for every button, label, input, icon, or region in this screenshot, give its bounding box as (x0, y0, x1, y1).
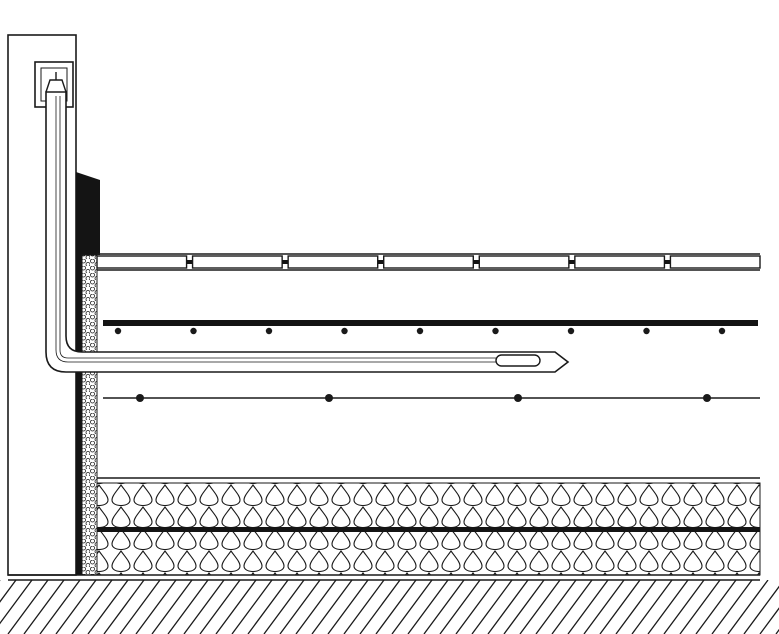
gravel-membrane (81, 254, 98, 576)
hatch-line (727, 580, 769, 634)
paving-slab (669, 255, 761, 269)
hatch-line (631, 580, 673, 634)
hatch-line (263, 580, 305, 634)
hatch-line (343, 580, 385, 634)
mesh-node (341, 327, 348, 335)
hatch-line (487, 580, 529, 634)
mesh-node (416, 327, 424, 335)
paving-slab (478, 255, 570, 269)
hatch-line (743, 585, 779, 634)
hatch-line (39, 580, 81, 634)
hatch-line (23, 580, 65, 634)
hatch-line (151, 580, 193, 634)
lower-reinforcement-mesh (103, 394, 760, 402)
hatch-line (615, 580, 657, 634)
hatch-line (759, 607, 779, 634)
hatch-line (583, 580, 625, 634)
slab-joint (664, 260, 671, 264)
hatch-line (119, 580, 161, 634)
ground-hatch (0, 580, 779, 634)
hatch-line (279, 580, 321, 634)
hatch-line (455, 580, 497, 634)
mesh-node (136, 394, 144, 402)
sensor-probe-icon (495, 354, 541, 367)
hatch-line (375, 580, 417, 634)
hatch-line (423, 580, 465, 634)
paving-slabs (96, 255, 761, 269)
upper-reinforcement-mesh (103, 320, 758, 335)
heating-pipe (45, 72, 570, 373)
hatch-line (519, 580, 561, 634)
mesh-node (265, 327, 273, 335)
paving-slab (96, 255, 188, 269)
mesh-node (567, 327, 575, 335)
insulation-boards (96, 482, 761, 576)
hatch-line (503, 580, 545, 634)
hatch-line (87, 580, 129, 634)
hatch-line (567, 580, 609, 634)
mesh-node (492, 327, 499, 335)
hatch-line (215, 580, 257, 634)
hatch-line (359, 580, 401, 634)
slab-joint (377, 260, 384, 264)
hatch-line (7, 580, 49, 634)
paving-slab (287, 255, 379, 269)
paving-slab (383, 255, 474, 269)
hatch-line (231, 580, 273, 634)
hatch-line (295, 580, 337, 634)
hatch-line (407, 580, 449, 634)
mesh-node (325, 394, 333, 402)
slab-joint (473, 260, 480, 264)
mesh-node (643, 327, 650, 335)
paving-slab (191, 255, 283, 269)
slab-joint (568, 260, 575, 264)
hatch-line (391, 580, 433, 634)
edge-strip (76, 172, 100, 575)
hatch-line (663, 580, 705, 634)
mesh-node (703, 394, 711, 402)
hatch-line (471, 580, 513, 634)
hatch-line (135, 580, 177, 634)
hatch-line (711, 580, 753, 634)
mesh-node (190, 327, 197, 335)
mesh-node (718, 327, 726, 335)
hatch-line (695, 580, 737, 634)
slab-joint (186, 260, 193, 264)
hatch-line (55, 580, 97, 634)
hatch-line (103, 580, 145, 634)
slab-joint (282, 260, 289, 264)
mesh-node (114, 327, 122, 335)
hatch-line (551, 580, 593, 634)
hatch-line (0, 580, 33, 625)
hatch-line (167, 580, 209, 634)
mesh-node (514, 394, 522, 402)
hatch-line (535, 580, 577, 634)
hatch-line (199, 580, 241, 634)
hatch-line (679, 580, 721, 634)
hatch-line (599, 580, 641, 634)
paving-slab (574, 255, 666, 269)
hatch-line (439, 580, 481, 634)
hatch-line (311, 580, 353, 634)
hatch-line (647, 580, 689, 634)
hatch-line (183, 580, 225, 634)
hatch-line (327, 580, 369, 634)
hatch-line (71, 580, 113, 634)
hatch-line (247, 580, 289, 634)
hatch-line (0, 580, 17, 603)
